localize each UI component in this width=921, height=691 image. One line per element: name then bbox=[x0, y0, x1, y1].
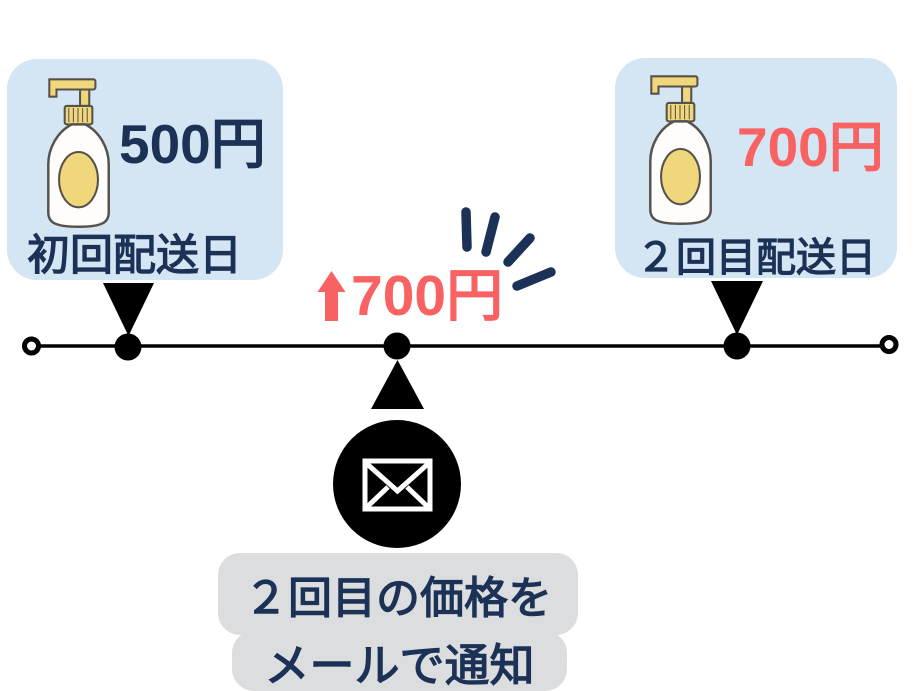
notice-line-2: メールで通知 bbox=[232, 631, 567, 691]
first-delivery-dot bbox=[114, 333, 142, 361]
notice-line-1: ２回目の価格を bbox=[218, 553, 578, 635]
notice-line-2-text: メールで通知 bbox=[264, 639, 535, 691]
timeline-end-circle bbox=[879, 335, 899, 354]
first-delivery-price: 500円 bbox=[119, 113, 266, 175]
second-delivery-pointer-triangle bbox=[711, 281, 763, 335]
pump-bottle-icon bbox=[47, 78, 110, 229]
first-delivery-pointer-triangle bbox=[103, 283, 154, 336]
pump-bottle-icon bbox=[649, 75, 712, 226]
notification-dot bbox=[383, 332, 411, 360]
second-delivery-dot bbox=[723, 332, 751, 360]
notification-pointer-triangle bbox=[371, 360, 424, 409]
first-delivery-card: 500円 初回配送日 bbox=[7, 59, 283, 280]
second-delivery-price: 700円 bbox=[737, 116, 884, 178]
timeline-start-circle bbox=[22, 336, 41, 356]
notification-badge-circle bbox=[333, 420, 461, 548]
envelope-icon bbox=[362, 458, 433, 512]
first-delivery-label: 初回配送日 bbox=[27, 232, 242, 280]
raised-price-text: 700円 bbox=[351, 264, 504, 328]
second-delivery-card: 700円 ２回目配送日 bbox=[615, 58, 897, 278]
up-arrow-icon bbox=[317, 271, 346, 321]
second-delivery-label: ２回目配送日 bbox=[636, 236, 876, 280]
notice-line-1-text: ２回目の価格を bbox=[244, 574, 552, 623]
